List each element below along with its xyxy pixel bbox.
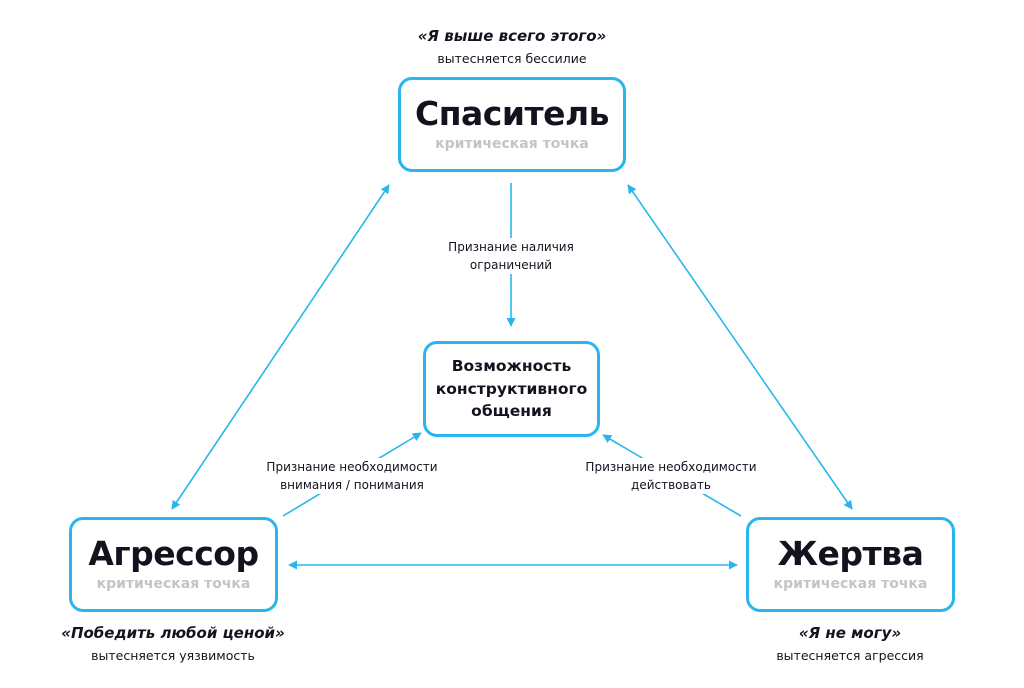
aggressor-title: Агрессор (88, 534, 259, 574)
rescuer-subtitle: критическая точка (435, 135, 589, 152)
rescuer-note: вытесняется бессилие (437, 51, 587, 66)
aggressor-center-label-line2: внимания / понимания (280, 478, 424, 492)
victim-center-label-line2: действовать (631, 478, 711, 492)
rescuer-node: Спаситель критическая точка (398, 77, 626, 172)
aggressor-center-label-line1: Признание необходимости (266, 460, 438, 474)
rescuer-title: Спаситель (414, 94, 610, 134)
victim-title: Жертва (777, 534, 924, 574)
center-line1: Возможность (451, 357, 572, 376)
aggressor-node: Агрессор критическая точка (69, 517, 278, 612)
rescuer-quote: «Я выше всего этого» (417, 27, 607, 45)
rescuer-center-label: Признание наличия ограничений (426, 238, 596, 274)
aggressor-center-label: Признание необходимости внимания / поним… (253, 458, 451, 494)
victim-note: вытесняется агрессия (776, 648, 924, 663)
center-line3: общения (471, 402, 552, 421)
edge-rescuer-aggressor (171, 184, 390, 510)
victim-node: Жертва критическая точка (746, 517, 955, 612)
rescuer-center-label-line2: ограничений (469, 258, 553, 272)
aggressor-note: вытесняется уязвимость (91, 648, 255, 663)
victim-quote: «Я не могу» (798, 624, 902, 642)
edge-rescuer-victim (627, 184, 853, 510)
aggressor-subtitle: критическая точка (96, 575, 251, 592)
rescuer-center-label-line1: Признание наличия (448, 240, 574, 254)
victim-subtitle: критическая точка (773, 575, 928, 592)
center-node: Возможность конструктивного общения (423, 341, 600, 437)
center-line2: конструктивного (435, 379, 588, 398)
victim-center-label-line1: Признание необходимости (585, 460, 757, 474)
aggressor-quote: «Победить любой ценой» (61, 624, 285, 642)
victim-center-label: Признание необходимости действовать (572, 458, 770, 494)
